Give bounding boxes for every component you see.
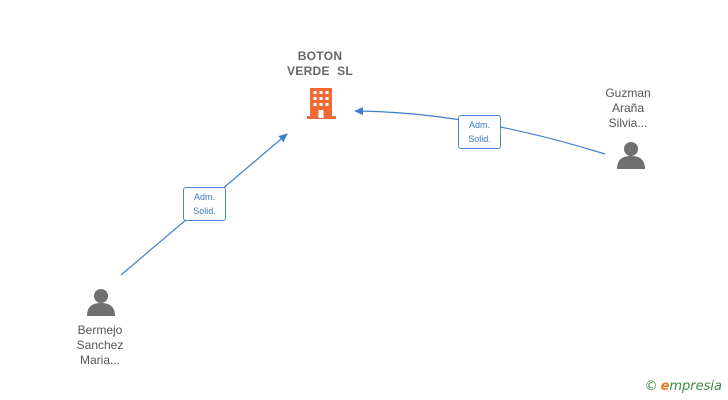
edge-label-line2: Solid. (468, 134, 491, 144)
edge-label-line2: Solid. (193, 206, 216, 216)
person-name-line1: Guzman (605, 86, 651, 100)
edge-label-guzman: Adm. Solid. (458, 115, 501, 149)
person-name-line3: Silvia... (608, 116, 648, 130)
person-name-guzman[interactable]: Guzman Araña Silvia... (588, 86, 668, 131)
person-name-line2: Sanchez (76, 338, 124, 352)
person-name-line2: Araña (611, 101, 645, 115)
edge-label-line1: Adm. (193, 192, 215, 202)
person-name-bermejo[interactable]: Bermejo Sanchez Maria... (60, 323, 140, 368)
company-name-line1: BOTON (297, 49, 343, 63)
person-icon[interactable] (87, 289, 115, 316)
edge-label-bermejo: Adm. Solid. (183, 187, 226, 221)
person-icon[interactable] (617, 142, 645, 169)
person-name-line3: Maria... (79, 353, 120, 367)
company-name[interactable]: BOTON VERDE SL (270, 49, 370, 79)
person-name-line1: Bermejo (77, 323, 123, 337)
edge-label-line1: Adm. (468, 120, 490, 130)
brand-initial: e (660, 379, 670, 394)
company-name-line2: VERDE SL (286, 64, 354, 78)
brand-rest: mpresia (669, 379, 722, 394)
empresia-watermark: ©empresia (645, 379, 722, 394)
copyright-symbol: © (644, 379, 658, 394)
building-icon[interactable] (307, 86, 337, 120)
